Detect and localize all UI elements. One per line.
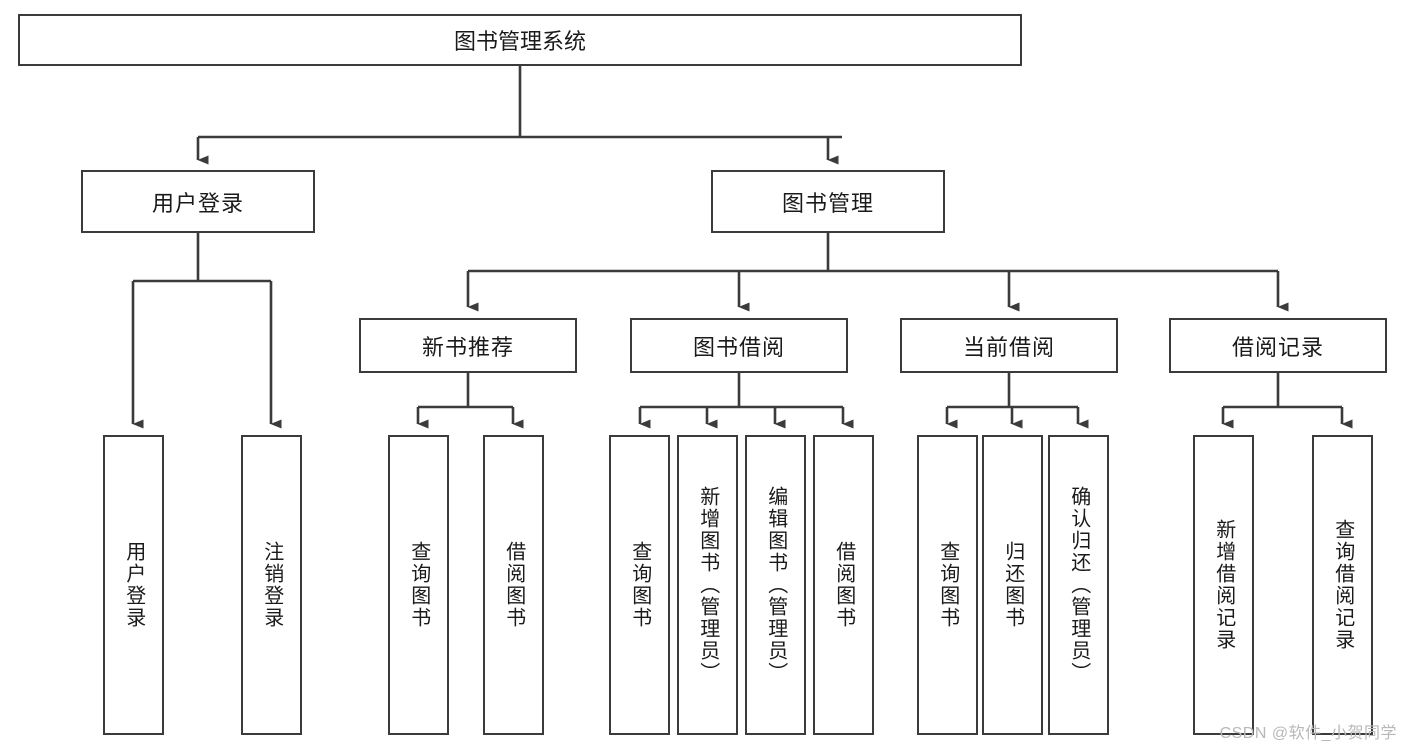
node-borrow-record[interactable]: 借阅记录	[1169, 318, 1387, 373]
node-label: 当前借阅	[962, 334, 1055, 360]
node-book-borrow[interactable]: 图书借阅	[630, 318, 848, 373]
node-label: 查询图书	[628, 541, 651, 629]
node-label: 图书管理	[781, 190, 874, 216]
leaf-return-book[interactable]: 归还图书	[982, 435, 1043, 735]
leaf-user-login[interactable]: 用户登录	[103, 435, 164, 735]
node-label: 确认归还（管理员）	[1067, 486, 1090, 684]
node-label: 编辑图书（管理员）	[764, 486, 787, 684]
leaf-borrow-book-recommend[interactable]: 借阅图书	[483, 435, 544, 735]
leaf-add-borrow-record[interactable]: 新增借阅记录	[1193, 435, 1254, 735]
node-label: 查询图书	[407, 541, 430, 629]
node-label: 新增图书（管理员）	[696, 486, 719, 684]
node-label: 借阅记录	[1231, 334, 1324, 360]
node-book-management[interactable]: 图书管理	[711, 170, 945, 233]
node-book-management-system[interactable]: 图书管理系统	[18, 14, 1022, 66]
leaf-edit-book-admin[interactable]: 编辑图书（管理员）	[745, 435, 806, 735]
node-label: 用户登录	[122, 541, 145, 629]
leaf-query-book-borrow[interactable]: 查询图书	[609, 435, 670, 735]
leaf-query-book-current[interactable]: 查询图书	[917, 435, 978, 735]
leaf-query-book-recommend[interactable]: 查询图书	[388, 435, 449, 735]
node-label: 借阅图书	[832, 541, 855, 629]
node-label: 新增借阅记录	[1212, 519, 1235, 651]
node-label: 图书借阅	[692, 334, 785, 360]
node-label: 查询图书	[936, 541, 959, 629]
node-label: 图书管理系统	[453, 29, 586, 54]
leaf-user-logout[interactable]: 注销登录	[241, 435, 302, 735]
node-label: 归还图书	[1001, 541, 1024, 629]
node-label: 注销登录	[260, 541, 283, 629]
node-new-book-recommend[interactable]: 新书推荐	[359, 318, 577, 373]
leaf-borrow-book[interactable]: 借阅图书	[813, 435, 874, 735]
leaf-query-borrow-record[interactable]: 查询借阅记录	[1312, 435, 1373, 735]
leaf-add-book-admin[interactable]: 新增图书（管理员）	[677, 435, 738, 735]
node-label: 用户登录	[151, 190, 244, 216]
watermark: CSDN @软件_小贺同学	[1219, 725, 1397, 742]
node-current-borrow[interactable]: 当前借阅	[900, 318, 1118, 373]
leaf-confirm-return-admin[interactable]: 确认归还（管理员）	[1048, 435, 1109, 735]
node-label: 新书推荐	[421, 334, 514, 360]
node-label: 查询借阅记录	[1331, 519, 1354, 651]
node-user-login[interactable]: 用户登录	[81, 170, 315, 233]
node-label: 借阅图书	[502, 541, 525, 629]
